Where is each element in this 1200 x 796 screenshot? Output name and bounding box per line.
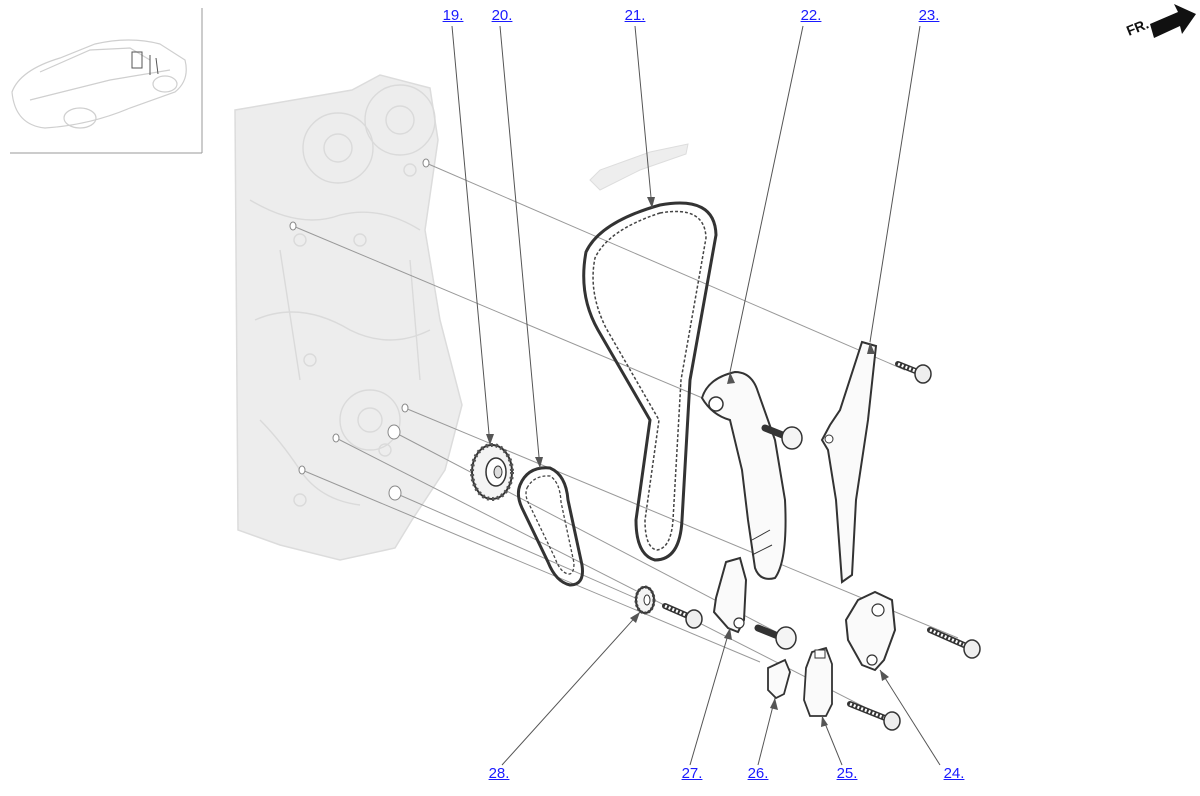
bolt-tensioner-pivot	[761, 424, 803, 450]
bolt-tensioner-mount	[927, 627, 981, 659]
callout-19[interactable]: 19.	[442, 7, 464, 24]
part-26-tensioner-bracket[interactable]	[767, 658, 791, 700]
callout-26[interactable]: 26.	[747, 765, 769, 782]
callout-leader-lines	[451, 25, 941, 766]
part-25-oil-pump-tensioner[interactable]	[803, 646, 833, 717]
part-27-oil-pump-chain-guide[interactable]	[712, 556, 748, 634]
callout-22[interactable]: 22.	[800, 7, 822, 24]
bolt-oil-pump-sprocket	[662, 603, 703, 629]
ghost-guide-top	[589, 143, 689, 191]
part-21-timing-chain[interactable]	[582, 201, 718, 562]
vehicle-locator-inset	[10, 8, 203, 154]
bolt-oil-pump-tensioner	[847, 701, 901, 731]
part-20-oil-pump-chain[interactable]	[516, 466, 584, 587]
part-22-tensioner-arm[interactable]	[700, 370, 787, 580]
callout-20[interactable]: 20.	[491, 7, 513, 24]
callout-28[interactable]: 28.	[488, 765, 510, 782]
callout-21[interactable]: 21.	[624, 7, 646, 24]
callout-23[interactable]: 23.	[918, 7, 940, 24]
front-direction-arrow-icon	[1150, 4, 1196, 38]
leader-arrowheads	[486, 197, 889, 727]
part-23-chain-guide[interactable]	[820, 340, 878, 584]
part-19-crank-sprocket[interactable]	[470, 443, 514, 501]
engine-block-ghost	[234, 74, 463, 561]
bolt-chain-guide	[895, 361, 932, 384]
callout-25[interactable]: 25.	[836, 765, 858, 782]
callout-27[interactable]: 27.	[681, 765, 703, 782]
part-24-chain-tensioner[interactable]	[844, 590, 897, 672]
bolt-27-pivot	[754, 624, 797, 650]
callout-24[interactable]: 24.	[943, 765, 965, 782]
part-28-oil-pump-sprocket[interactable]	[634, 585, 656, 615]
